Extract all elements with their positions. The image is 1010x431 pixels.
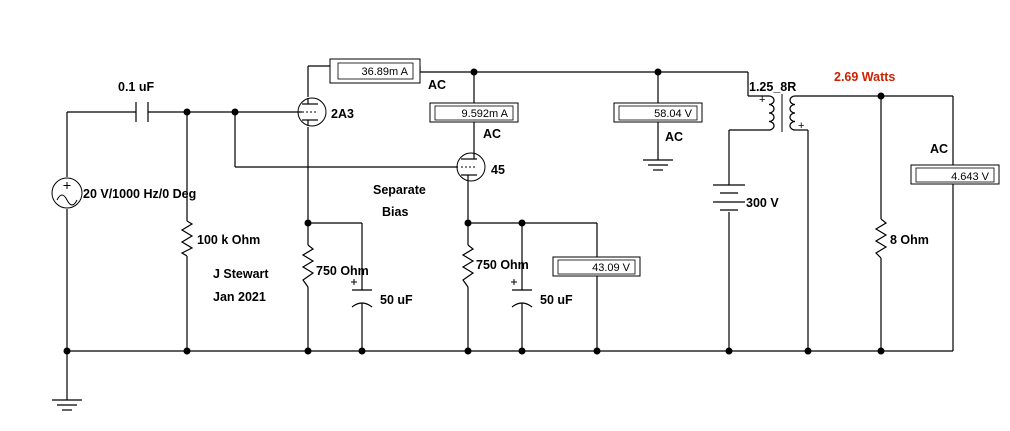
meter-3: 58.04 V	[613, 102, 703, 123]
tube-45-label: 45	[491, 163, 505, 177]
tube-45-symbol	[456, 152, 486, 182]
junction-dots	[63, 68, 885, 355]
resistor-100k-symbol	[180, 220, 194, 257]
load-resistor-label: 8 Ohm	[890, 233, 929, 247]
meter-3-value: 58.04 V	[654, 108, 693, 120]
resistor-cathode1-label: 750 Ohm	[316, 264, 369, 278]
meter-4: 43.09 V	[552, 256, 641, 277]
capacitor-cathode2-symbol	[511, 279, 533, 308]
meter-3-ac-label: AC	[665, 130, 683, 144]
meter-1-ac-label: AC	[428, 78, 446, 92]
separate-label: Separate	[373, 183, 426, 197]
meter-2: 9.592m A	[429, 102, 519, 123]
resistor-cathode1-symbol	[301, 244, 315, 288]
svg-text:+: +	[798, 120, 804, 132]
resistor-cathode2-label: 750 Ohm	[476, 258, 529, 272]
battery-symbol	[713, 184, 745, 211]
wires	[66, 65, 954, 400]
power-label: 2.69 Watts	[834, 70, 895, 84]
supply-label: 300 V	[746, 196, 779, 210]
ground-symbol	[643, 159, 673, 171]
meter-5-ac-label: AC	[930, 142, 948, 156]
capacitor-cathode1-label: 50 uF	[380, 293, 413, 307]
date-label: Jan 2021	[213, 290, 266, 304]
meter-4-value: 43.09 V	[592, 262, 631, 274]
transformer-label: 1.25_8R	[749, 80, 796, 94]
meter-1: 36.89m A	[329, 58, 421, 84]
resistor-cathode2-symbol	[461, 244, 475, 288]
author-label: J Stewart	[213, 267, 269, 281]
source-label: 20 V/1000 Hz/0 Deg	[83, 187, 196, 201]
bias-label: Bias	[382, 205, 408, 219]
transformer-symbol: + +	[759, 94, 804, 132]
resistor-100k-label: 100 k Ohm	[197, 233, 260, 247]
tube-2a3-symbol	[297, 97, 327, 127]
meter-2-ac-label: AC	[483, 127, 501, 141]
resistor-load-symbol	[874, 218, 888, 259]
svg-text:+: +	[759, 94, 765, 106]
meter-5: 4.643 V	[910, 164, 1000, 185]
capacitor-cathode1-symbol	[351, 279, 373, 308]
meter-1-value: 36.89m A	[362, 66, 409, 78]
capacitor-cathode2-label: 50 uF	[540, 293, 573, 307]
meter-5-value: 4.643 V	[951, 171, 990, 183]
ground-symbol	[52, 399, 82, 411]
input-capacitor-label: 0.1 uF	[118, 80, 154, 94]
meter-2-value: 9.592m A	[462, 108, 509, 120]
tube-2a3-label: 2A3	[331, 107, 354, 121]
ac-source-symbol	[51, 177, 83, 209]
input-capacitor-symbol	[135, 102, 149, 122]
